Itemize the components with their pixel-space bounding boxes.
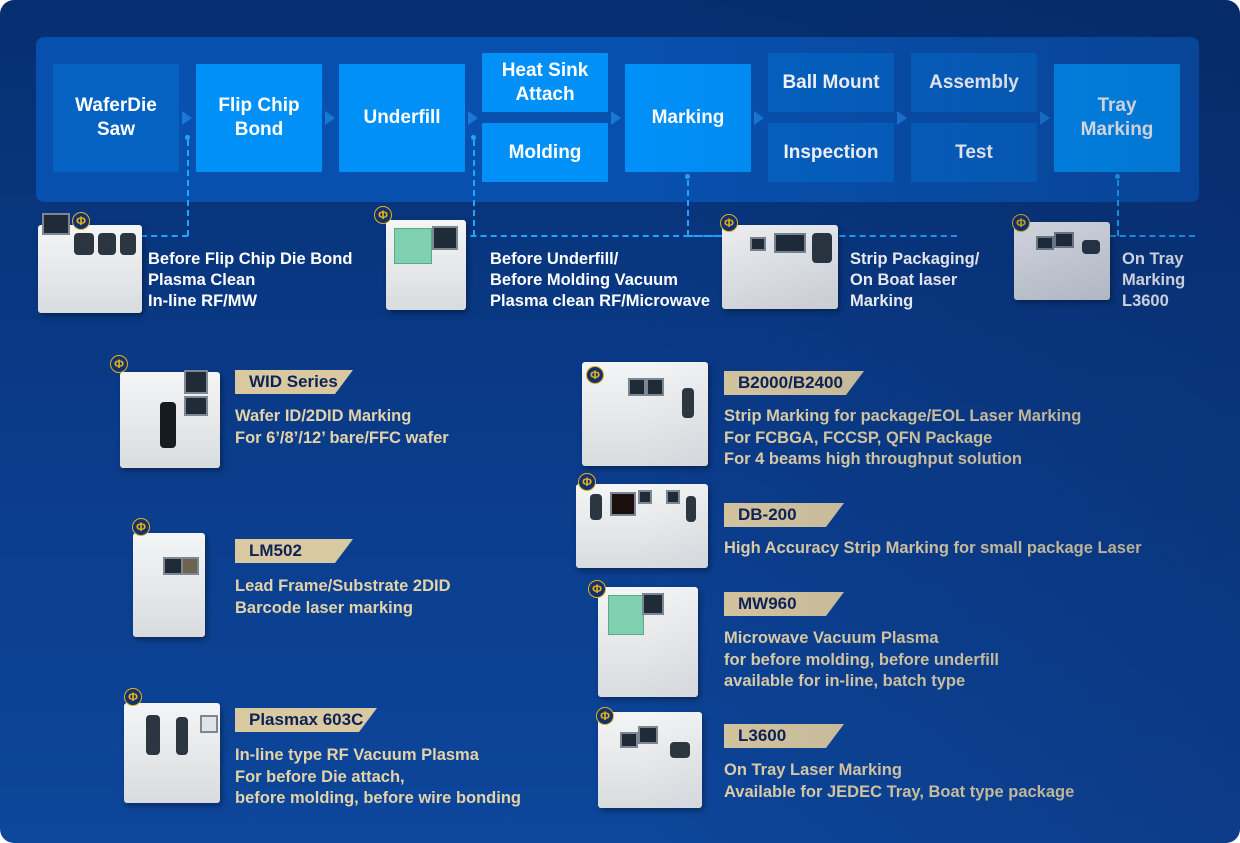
arrow-right-icon <box>1040 111 1050 125</box>
company-logo-icon: Φ <box>132 518 150 536</box>
connector-dot <box>1115 174 1120 179</box>
desc-line: For FCBGA, FCCSP, QFN Package <box>724 428 993 447</box>
callout-line: Before Flip Chip Die Bond <box>148 250 353 268</box>
company-logo-icon: Φ <box>374 206 392 224</box>
callout-on-tray-marking: On Tray Marking L3600 <box>1122 249 1185 312</box>
desc-line: For 4 beams high throughput solution <box>724 450 1022 468</box>
callout-underfill-molding-plasma: Before Underfill/ Before Molding Vacuum … <box>490 249 710 312</box>
company-logo-icon: Φ <box>124 688 142 706</box>
connector-line <box>687 180 689 236</box>
product-tag-wid-series: WID Series <box>235 370 353 394</box>
connector-line <box>473 140 475 236</box>
connector-line <box>187 140 189 236</box>
product-tag-mw960: MW960 <box>724 592 844 616</box>
machine-image-l3600 <box>598 712 702 808</box>
company-logo-icon: Φ <box>110 355 128 373</box>
desc-line: Barcode laser marking <box>235 598 413 617</box>
machine-image-vacuum-plasma <box>386 220 466 310</box>
machine-image-strip-marking <box>722 225 838 309</box>
desc-line: For before Die attach, <box>235 767 405 786</box>
product-desc-db-200: High Accuracy Strip Marking for small pa… <box>724 538 1142 560</box>
desc-line: In-line type RF Vacuum Plasma <box>235 746 479 764</box>
step-ball-mount: Ball Mount <box>768 53 894 112</box>
product-tag-plasmax-603c: Plasmax 603C <box>235 708 377 732</box>
callout-line: Before Molding Vacuum <box>490 271 678 289</box>
callout-line: On Tray <box>1122 250 1184 268</box>
connector-dot <box>471 135 476 140</box>
product-tag-db-200: DB-200 <box>724 503 844 527</box>
desc-line: High Accuracy Strip Marking for small pa… <box>724 539 1142 557</box>
arrow-right-icon <box>754 111 764 125</box>
arrow-right-icon <box>325 111 335 125</box>
machine-image-tray-marking <box>1014 222 1110 300</box>
product-desc-lm502: Lead Frame/Substrate 2DID Barcode laser … <box>235 576 450 619</box>
step-inspection: Inspection <box>768 123 894 182</box>
connector-line <box>110 235 188 237</box>
arrow-right-icon <box>182 111 192 125</box>
product-tag-lm502: LM502 <box>235 539 353 563</box>
company-logo-icon: Φ <box>586 366 604 384</box>
machine-image-wid-series <box>120 370 220 468</box>
desc-line: Strip Marking for package/EOL Laser Mark… <box>724 407 1082 425</box>
machine-image-mw960 <box>598 587 698 697</box>
product-desc-wid-series: Wafer ID/2DID Marking For 6’/8’/12’ bare… <box>235 406 449 449</box>
callout-line: Plasma Clean <box>148 271 256 289</box>
step-tray-marking: Tray Marking <box>1054 64 1180 172</box>
connector-line <box>1117 180 1119 236</box>
step-marking: Marking <box>625 64 751 172</box>
step-assembly: Assembly <box>911 53 1037 112</box>
connector-line <box>440 235 740 237</box>
desc-line: For 6’/8’/12’ bare/FFC wafer <box>235 428 449 447</box>
machine-image-lm502 <box>133 533 205 637</box>
arrow-right-icon <box>468 111 478 125</box>
callout-line: Strip Packaging/ <box>850 250 980 268</box>
machine-image-b2000-b2400 <box>582 362 708 466</box>
arrow-right-icon <box>897 111 907 125</box>
callout-line: L3600 <box>1122 292 1169 310</box>
machine-image-plasmax-603c <box>124 703 220 803</box>
step-test: Test <box>911 123 1037 182</box>
step-flip-chip-bond: Flip Chip Bond <box>196 64 322 172</box>
step-molding: Molding <box>482 123 608 182</box>
callout-line: Marking <box>850 292 914 310</box>
product-desc-mw960: Microwave Vacuum Plasma for before moldi… <box>724 628 999 693</box>
machine-image-flip-chip-plasma <box>38 213 142 313</box>
desc-line: Wafer ID/2DID Marking <box>235 407 412 425</box>
arrow-right-icon <box>611 111 621 125</box>
desc-line: On Tray Laser Marking <box>724 761 902 779</box>
callout-strip-packaging: Strip Packaging/ On Boat laser Marking <box>850 249 979 312</box>
machine-image-db-200 <box>576 484 708 568</box>
callout-line: On Boat laser <box>850 271 958 289</box>
step-underfill: Underfill <box>339 64 465 172</box>
company-logo-icon: Φ <box>596 707 614 725</box>
product-desc-b2000-b2400: Strip Marking for package/EOL Laser Mark… <box>724 406 1081 471</box>
product-tag-l3600: L3600 <box>724 724 844 748</box>
desc-line: for before molding, before underfill <box>724 650 1000 669</box>
product-tag-b2000-b2400: B2000/B2400 <box>724 371 864 395</box>
desc-line: Available for JEDEC Tray, Boat type pack… <box>724 782 1075 801</box>
callout-line: Before Underfill/ <box>490 250 619 268</box>
company-logo-icon: Φ <box>1012 214 1030 232</box>
desc-line: Microwave Vacuum Plasma <box>724 629 939 647</box>
step-wafer-die-saw: WaferDie Saw <box>53 64 179 172</box>
desc-line: Lead Frame/Substrate 2DID <box>235 577 451 595</box>
desc-line: available for in-line, batch type <box>724 672 966 690</box>
product-desc-l3600: On Tray Laser Marking Available for JEDE… <box>724 760 1074 803</box>
company-logo-icon: Φ <box>72 212 90 230</box>
desc-line: before molding, before wire bonding <box>235 789 522 807</box>
callout-flip-chip-plasma: Before Flip Chip Die Bond Plasma Clean I… <box>148 249 352 312</box>
connector-line <box>1090 235 1195 237</box>
callout-line: Plasma clean RF/Microwave <box>490 292 711 310</box>
company-logo-icon: Φ <box>720 214 738 232</box>
callout-line: In-line RF/MW <box>148 292 258 310</box>
callout-line: Marking <box>1122 271 1186 289</box>
company-logo-icon: Φ <box>588 580 606 598</box>
step-heat-sink-attach: Heat Sink Attach <box>482 53 608 112</box>
connector-dot <box>685 174 690 179</box>
connector-dot <box>185 135 190 140</box>
company-logo-icon: Φ <box>578 473 596 491</box>
product-desc-plasmax-603c: In-line type RF Vacuum Plasma For before… <box>235 745 521 810</box>
